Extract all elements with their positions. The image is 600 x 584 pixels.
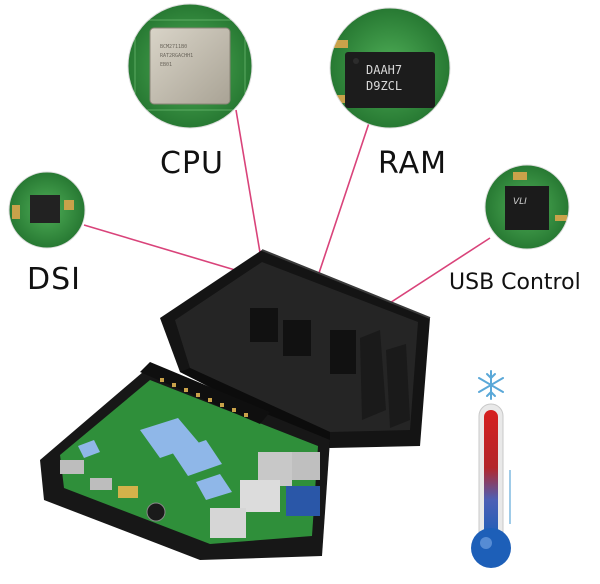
svg-text:BCM2711B0: BCM2711B0 <box>160 44 187 50</box>
usb-control-label: USB Control <box>449 270 581 295</box>
svg-text:RAT2RGACHH1: RAT2RGACHH1 <box>160 53 193 59</box>
dsi-label: DSI <box>27 262 81 297</box>
ram-chip-line2: D9ZCL <box>366 79 402 93</box>
dsi-closeup <box>9 172 85 248</box>
usb-closeup <box>485 165 569 249</box>
ram-closeup <box>330 8 450 128</box>
cpu-closeup: BCM2711B0 RAT2RGACHH1 EB01 <box>128 4 252 128</box>
cpu-label: CPU <box>160 146 224 181</box>
leader-line-dsi <box>83 224 263 279</box>
svg-text:EB01: EB01 <box>160 62 172 68</box>
ram-label: RAM <box>378 146 448 181</box>
usb-chip-mark: VLI <box>513 197 527 207</box>
case-base <box>40 362 330 560</box>
thermometer-icon <box>471 403 511 568</box>
snowflake-icon <box>478 370 504 400</box>
ram-chip-line1: DAAH7 <box>366 63 402 77</box>
case-lid <box>160 249 431 448</box>
